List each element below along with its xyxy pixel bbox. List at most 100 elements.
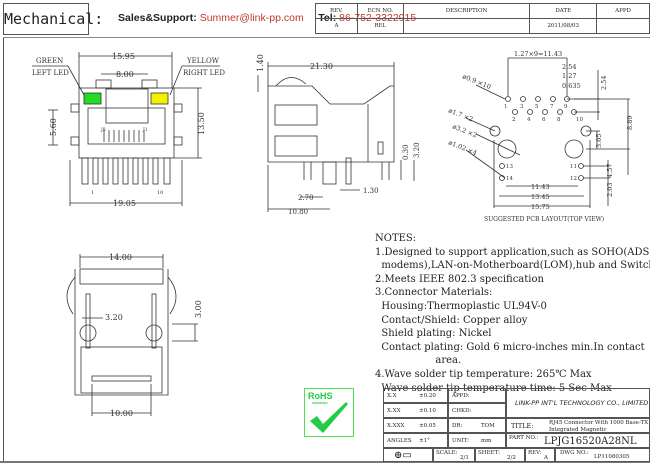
label-hole-a: ⌀1.7 ×2 — [447, 106, 474, 123]
label-hole-b: ⌀3.2 ×2 — [451, 122, 478, 139]
unit-label: UNIT: — [452, 438, 469, 444]
note-line: 1.Designed to support application,such a… — [375, 246, 650, 258]
tol-value: ±0.20 — [419, 393, 436, 399]
dr-value: TOM — [481, 423, 495, 429]
dim-w2: 13.45 — [531, 193, 550, 201]
sheet-label: SHEET: — [478, 450, 500, 456]
green-led-sub: LEFT LED — [32, 69, 69, 77]
notes-section: NOTES: 1.Designed to support application,… — [375, 232, 650, 395]
company-cell: LINK-PP INT'L TECHNOLOGY CO., LIMITED — [506, 388, 650, 418]
note-line: area. — [375, 355, 462, 367]
notes-title: NOTES: — [375, 233, 417, 244]
appd-label: APPD: — [452, 393, 470, 399]
pcb-pin-numbers: 1 2 3 4 5 6 7 8 9 10 11 12 13 14 — [504, 104, 583, 182]
pin-number: 11 — [570, 164, 577, 170]
part-label: PART NO.: — [509, 435, 539, 441]
dim-led-spacing: 8.00 — [116, 70, 134, 79]
tol-cell: X.X±0.20 — [383, 388, 448, 403]
dim-h3: 4.57 — [606, 164, 614, 178]
pin-label-j8: J8 — [100, 127, 106, 133]
tol-value: ±1° — [419, 438, 430, 444]
tol-value: ±0.10 — [419, 408, 436, 414]
pin-label-1: 1 — [91, 190, 94, 196]
bottom-pins — [81, 157, 171, 185]
revision-row: A REL 2011/08/03 — [315, 18, 650, 34]
dim-pin-span: 10.00 — [110, 409, 133, 418]
title-line2: Integrated Magnetic — [549, 427, 607, 433]
checkmark-icon — [310, 402, 348, 433]
note-line: 4.Wave solder tip temperature: 265℃ Max — [375, 368, 592, 380]
dr-label: DR: — [452, 423, 463, 429]
dim-pitch-total: 1.27×9=11.43 — [514, 50, 562, 58]
yellow-led-sub: RIGHT LED — [183, 69, 225, 77]
contacts-fingers — [103, 130, 145, 142]
dim-pin-length: 3.20 — [413, 142, 421, 158]
note-line: 2.Meets IEEE 802.3 specification — [375, 273, 544, 285]
pcb-caption: SUGGESTED PCB LAYOUT(TOP VIEW) — [484, 216, 604, 223]
sales-label: Sales&Support: — [118, 12, 197, 24]
note-line: 3.Connector Materials: — [375, 287, 493, 299]
pin-label-j1: J1 — [142, 127, 148, 133]
pin-number: 7 — [550, 104, 554, 110]
title-label: TITLE: — [511, 422, 534, 430]
dim-row-offset: 2.54 — [600, 76, 608, 90]
projection-icon: ⊕▭ — [394, 450, 412, 461]
mechanical-title: Mechanical: — [3, 3, 103, 35]
tol-cell: X.XX ±0.10 — [383, 403, 448, 418]
dim-pin-pitch: 2.70 — [298, 194, 314, 202]
tol-label: X.XX — [387, 408, 401, 414]
dim-front-to-pin: 10.80 — [288, 208, 308, 216]
unit-cell: UNIT: mm — [448, 433, 506, 448]
pin-number: 12 — [570, 176, 577, 182]
dim-w3: 15.75 — [531, 203, 550, 211]
email-link[interactable]: Summer@link-pp.com — [199, 12, 304, 24]
rev-value: A — [544, 455, 548, 461]
side-housing — [267, 85, 395, 163]
sheet-value: 2/2 — [507, 455, 516, 461]
dim-height: 13.50 — [197, 112, 206, 135]
rohs-sub: 2002/95/EC — [312, 401, 328, 405]
dim-top-width: 15.95 — [112, 52, 135, 61]
note-line: Contact/Shield: Copper alloy — [375, 314, 528, 326]
dim-pin-width: 1.30 — [363, 187, 379, 195]
part-number: LPJG16520A28NL — [544, 436, 637, 447]
part-cell: PART NO.: LPJG16520A28NL — [506, 433, 650, 448]
title-line1: RJ45 Connector With 1000 Base-TX — [549, 420, 649, 426]
rohs-label: RoHS — [308, 391, 333, 401]
dim-offset: 3.20 — [105, 313, 123, 322]
side-view: 21.30 1.40 0.30 3.20 2.70 1.30 10.80 — [256, 54, 421, 216]
bottom-view: 3.20 14.00 3.00 10.00 — [66, 253, 203, 418]
pin-number: 6 — [542, 117, 546, 123]
dim-length: 21.30 — [310, 62, 333, 71]
company-name: LINK-PP INT'L TECHNOLOGY CO., LIMITED — [515, 399, 649, 407]
tol-value: ±0.05 — [419, 423, 436, 429]
pin-number: 1 — [504, 104, 508, 110]
dim-top-offset: 1.40 — [256, 54, 265, 72]
rev-cell: A — [315, 18, 358, 34]
dim-d1: 2.54 — [562, 63, 576, 71]
dwg-number: LP11080305 — [594, 454, 630, 460]
tol-label: ANGLES — [387, 438, 412, 444]
pin-number: 13 — [506, 164, 513, 170]
rev-cell: REV:A — [525, 448, 555, 462]
scale-cell: SCALE:2/1 — [433, 448, 475, 462]
pin-number: 10 — [576, 117, 583, 123]
pin-number: 5 — [535, 104, 539, 110]
front-view: 15.95 8.00 13.50 5.60 19.05 GREEN LEFT L… — [32, 52, 225, 208]
dwg-cell: DWG NO.: LP11080305 — [555, 448, 650, 462]
unit-value: mm — [481, 438, 492, 444]
dr-cell: DR: TOM — [448, 418, 506, 433]
pin-number: 4 — [527, 117, 531, 123]
title-block: X.X±0.20 X.XX±0.10 X.XXX±0.05 ANGLES±1° … — [383, 388, 650, 462]
dwg-label: DWG NO.: — [560, 450, 589, 456]
dim-h2: 8.89 — [626, 116, 634, 130]
sheet-cell: SHEET: 2/2 — [475, 448, 525, 462]
note-line: modems),LAN-on-Motherboard(LOM),hub and … — [375, 260, 650, 272]
rohs-logo: RoHS 2002/95/EC — [304, 388, 354, 437]
rev-label: REV: — [528, 450, 542, 456]
chkd-label: CHKD: — [452, 408, 472, 414]
dim-height: 3.00 — [194, 300, 203, 318]
dim-width: 14.00 — [109, 253, 132, 262]
dim-h1: 3.05 — [595, 134, 603, 148]
